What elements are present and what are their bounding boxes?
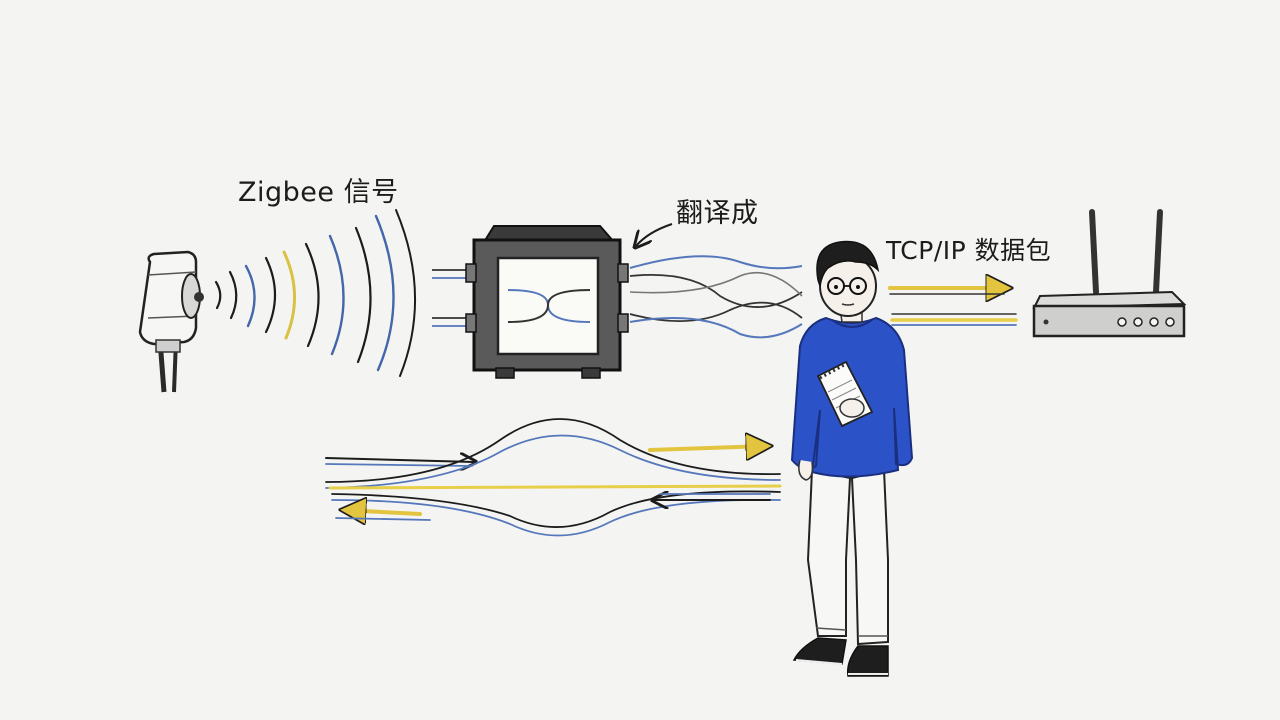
zigbee-signal-label: Zigbee 信号 bbox=[238, 177, 399, 208]
zigbee-signal-waves bbox=[214, 209, 416, 377]
gateway-box-icon bbox=[465, 225, 629, 379]
tcpip-packet-label: TCP/IP 数据包 bbox=[886, 236, 1052, 265]
bidirectional-flow bbox=[325, 418, 782, 537]
packet-arrows bbox=[888, 288, 1018, 326]
router-icon bbox=[1032, 209, 1187, 338]
person-figure bbox=[790, 240, 914, 677]
translate-label: 翻译成 bbox=[676, 198, 759, 229]
zigbee-sensor-icon bbox=[138, 250, 204, 393]
translate-pointer-arrow bbox=[636, 223, 673, 246]
translated-signal-lines bbox=[629, 255, 803, 339]
